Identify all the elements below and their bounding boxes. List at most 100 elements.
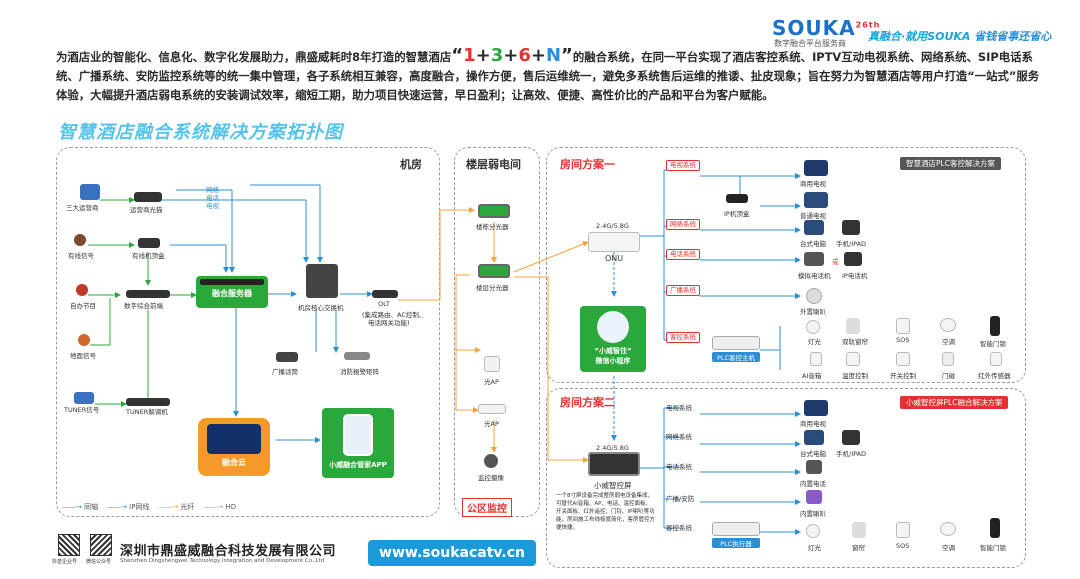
r2-inner-phone <box>806 460 822 474</box>
fusion-server[interactable]: 融合服务器 <box>196 276 268 308</box>
management-app-label: 小威融合管家APP <box>329 461 387 469</box>
r1-sos <box>896 318 910 334</box>
r1-commercial-tv-label: 商用电视 <box>800 180 826 188</box>
r1-or-label: 或 <box>832 258 839 266</box>
optical-ap-1-device <box>484 356 500 372</box>
r2-plc-exec-device <box>712 522 760 536</box>
r2-pc <box>804 430 824 445</box>
public-monitor-label: 公区监控 <box>462 498 512 517</box>
r1-iptv-stb <box>726 194 748 203</box>
r1-phone-system: 电话系统 <box>666 249 700 260</box>
management-app[interactable]: 小威融合管家APP <box>322 408 394 478</box>
r1-light-label: 灯光 <box>808 338 821 346</box>
cable-stb-device <box>138 238 160 248</box>
r1-ai-speaker-label: AI音箱 <box>802 372 822 380</box>
legend-fiber: 光纤 <box>180 503 195 511</box>
brand-logo: SOUKA26th <box>772 16 880 40</box>
building-splitter-label: 楼栋分光器 <box>476 223 509 231</box>
room2-plc-title: 小威智控屏PLC融合解决方案 <box>900 396 1009 409</box>
r2-phone-ipad-label: 手机/IPAD <box>836 450 867 458</box>
legend-coax: 同轴 <box>84 503 99 511</box>
cloud-screen-icon <box>207 424 261 454</box>
r1-switch-label: 开关控制 <box>890 372 916 380</box>
hl-plus-3: + <box>530 45 546 66</box>
r1-plc-host-label: PLC客控主机 <box>712 352 760 362</box>
room2-wifi-label: 2.4G/5.8G <box>596 444 629 452</box>
fire-matrix-label: 消防报警矩阵 <box>340 368 379 376</box>
r2-bc-system: 广播/安防 <box>666 495 695 503</box>
legend-fiber-line: ——→ <box>158 503 179 511</box>
r1-curtain <box>846 318 860 334</box>
smart-screen-device[interactable] <box>588 452 640 476</box>
legend-ip-line: ——→ <box>107 503 127 511</box>
hl-plus-1: + <box>475 45 491 66</box>
room1-label: 房间方案一 <box>560 158 615 171</box>
r1-net-system: 网络系统 <box>666 219 700 230</box>
broadcast-host-device <box>276 352 298 362</box>
operators-label: 三大运营商 <box>66 204 99 212</box>
fusion-cloud[interactable]: 融合云 <box>198 418 270 476</box>
r2-ac-label: 空调 <box>942 544 955 552</box>
r1-switch <box>896 352 910 366</box>
r1-door-magnet <box>942 352 954 366</box>
website-link[interactable]: www.soukacatv.cn <box>368 540 536 566</box>
r2-sos-label: SOS <box>896 542 910 550</box>
r1-normal-tv-label: 普通电视 <box>800 212 826 220</box>
slogan-1: 真融合·就用SOUKA <box>868 30 971 43</box>
intro-part2: 的融合系统，在同一平台实现了酒店客控系统、IPTV互动电视系统、网络系统、SIP… <box>56 50 1040 102</box>
r1-ir-sensor-label: 红外传感器 <box>978 372 1011 380</box>
terrestrial-label: 地面信号 <box>70 352 96 360</box>
r2-guest-system: 客控系统 <box>666 524 692 532</box>
hl-open: “ <box>451 45 464 66</box>
r2-pc-label: 台式电脑 <box>800 450 826 458</box>
brand-slogan: 真融合·就用SOUKA 省钱省事还省心 <box>868 28 1051 44</box>
r1-door-magnet-label: 门磁 <box>942 372 955 380</box>
r1-ai-speaker <box>810 352 822 366</box>
hl-1: 1 <box>463 45 476 66</box>
room2-desc: 一个8寸屏设备完成整房弱电设备集成，可替代AI音箱、AP、电话、温控面板、开关面… <box>556 493 656 531</box>
r2-phone-ipad <box>842 430 860 445</box>
hl-6: 6 <box>518 45 531 66</box>
room2-box <box>546 388 1026 568</box>
line-phone-label: 电话 <box>206 194 219 202</box>
tuner-satellite-icon <box>74 392 94 404</box>
diagram-title: 智慧酒店融合系统解决方案拓扑图 <box>58 122 343 143</box>
legend: ——→ 同轴 ——→ IP网线 ——→ 光纤 ——→ HD <box>62 502 236 512</box>
operator-modem-label: 运营商光猫 <box>130 206 163 214</box>
machine-room-box <box>56 147 440 517</box>
r2-tv-system: 电视系统 <box>666 404 692 412</box>
company-en: Shenzhen Dingshengwei Technology Integra… <box>120 558 325 564</box>
r2-curtain-label: 窗帘 <box>852 544 865 552</box>
room1-plc-title: 智慧酒店PLC客控解决方案 <box>900 157 1001 170</box>
camera-label: 监控摄像 <box>478 474 504 482</box>
r2-phone-system: 电话系统 <box>666 463 692 471</box>
wechat-miniapp[interactable]: “小威智住” 微信小程序 <box>580 306 646 372</box>
r1-normal-tv <box>804 192 828 208</box>
olt-device <box>372 290 398 298</box>
onu-label: ONU <box>605 254 624 263</box>
cable-signal-label: 有线信号 <box>68 252 94 260</box>
intro-part1: 为酒店业的智能化、信息化、数字化发展助力，鼎盛威耗时8年打造的智慧酒店 <box>56 50 452 64</box>
r1-ac <box>940 318 956 332</box>
r2-inner-speaker <box>806 490 822 504</box>
brand-superscript: 26th <box>855 20 881 30</box>
intro-paragraph: 为酒店业的智能化、信息化、数字化发展助力，鼎盛威耗时8年打造的智慧酒店“1+3+… <box>56 46 1046 105</box>
self-program-icon <box>76 284 88 296</box>
tuner-decoder-device <box>126 398 170 406</box>
legend-hd: HD <box>225 503 237 511</box>
r1-ip-phone-label: IP电话机 <box>842 272 868 280</box>
r1-ac-label: 空调 <box>942 338 955 346</box>
smart-screen-label: 小威智控屏 <box>594 481 632 490</box>
r2-commercial-tv-label: 商用电视 <box>800 420 826 428</box>
r1-analog-phone-label: 模拟电话机 <box>798 272 831 280</box>
qr-code-1 <box>58 534 80 556</box>
line-net-label: 网络 <box>206 186 219 194</box>
olt-desc-2: 电话网关功能) <box>368 319 410 327</box>
r1-phone-ipad-label: 手机/IPAD <box>836 240 867 248</box>
optical-ap-1-label: 光AP <box>484 378 499 386</box>
company-name: 深圳市鼎盛威融合科技发展有限公司 <box>120 544 337 559</box>
r1-ir-sensor <box>990 352 1002 366</box>
r1-curtain-label: 双轨窗帘 <box>842 338 868 346</box>
legend-iptv: IP网线 <box>129 503 150 511</box>
olt-desc-1: (集成路由、AC控制、 <box>362 311 426 319</box>
